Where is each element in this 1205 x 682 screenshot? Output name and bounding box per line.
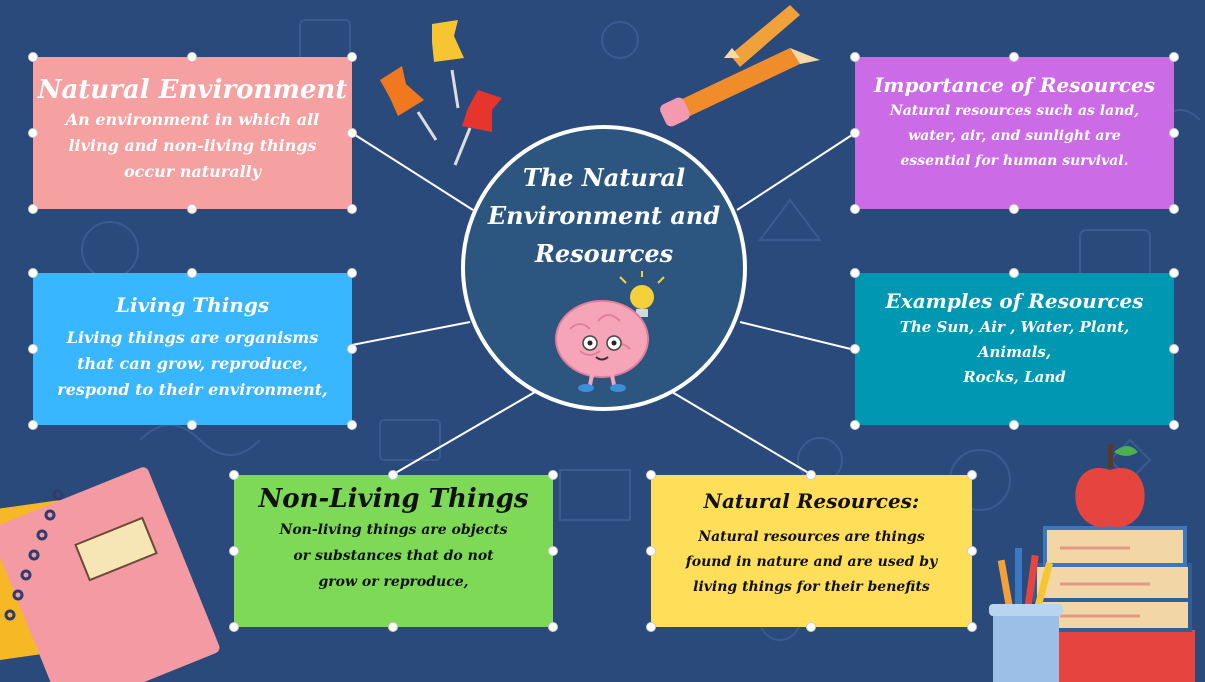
resize-handle[interactable] (1009, 204, 1019, 214)
card-importance: Importance of Resources Natural resource… (855, 57, 1174, 209)
center-topic: The Natural Environment and Resources (461, 125, 747, 411)
resize-handle[interactable] (1009, 268, 1019, 278)
resize-handle[interactable] (28, 204, 38, 214)
resize-handle[interactable] (850, 344, 860, 354)
card-examples-line-1: The Sun, Air , Water, Plant, (899, 318, 1130, 336)
resize-handle[interactable] (187, 268, 197, 278)
card-natural-environment: Natural Environment An environment in wh… (33, 57, 352, 209)
resize-handle[interactable] (347, 128, 357, 138)
connector-non-living-things (391, 391, 536, 476)
resize-handle[interactable] (187, 52, 197, 62)
resize-handle[interactable] (28, 128, 38, 138)
resize-handle[interactable] (850, 204, 860, 214)
resize-handle[interactable] (646, 546, 656, 556)
resize-handle[interactable] (1169, 344, 1179, 354)
card-non-living-things-text: Non-living things are objects or substan… (279, 522, 508, 590)
card-non-living-things: Non-Living Things Non-living things are … (234, 475, 553, 627)
resize-handle[interactable] (347, 204, 357, 214)
resize-handle[interactable] (967, 470, 977, 480)
card-examples: Examples of Resources The Sun, Air , Wat… (855, 273, 1174, 425)
resize-handle[interactable] (806, 622, 816, 632)
card-natural-resources: Natural Resources: Natural resources are… (651, 475, 972, 627)
resize-handle[interactable] (850, 128, 860, 138)
resize-handle[interactable] (28, 268, 38, 278)
resize-handle[interactable] (28, 344, 38, 354)
card-natural-resources-title: Natural Resources: (703, 489, 920, 513)
card-living-things-text: Living things are organisms that can gro… (57, 328, 328, 399)
resize-handle[interactable] (1169, 128, 1179, 138)
resize-handle[interactable] (187, 420, 197, 430)
connector-importance (736, 132, 856, 211)
connector-natural-environment (351, 132, 474, 211)
resize-handle[interactable] (388, 622, 398, 632)
card-natural-resources-text: Natural resources are things found in na… (685, 529, 938, 595)
resize-handle[interactable] (28, 420, 38, 430)
card-examples-line-2: Animals, (977, 343, 1052, 361)
resize-handle[interactable] (850, 420, 860, 430)
resize-handle[interactable] (1009, 52, 1019, 62)
connector-living-things (351, 321, 471, 346)
center-title: The Natural Environment and Resources (487, 163, 721, 268)
connector-natural-resources (671, 391, 813, 476)
card-living-things: Living Things Living things are organism… (33, 273, 352, 425)
card-natural-environment-title: Natural Environment (37, 75, 348, 105)
resize-handle[interactable] (548, 546, 558, 556)
resize-handle[interactable] (646, 622, 656, 632)
resize-handle[interactable] (187, 204, 197, 214)
card-examples-title: Examples of Resources (885, 289, 1144, 313)
connector-examples (739, 321, 856, 351)
resize-handle[interactable] (28, 52, 38, 62)
card-living-things-title: Living Things (115, 293, 270, 317)
resize-handle[interactable] (1169, 268, 1179, 278)
card-non-living-things-title: Non-Living Things (258, 484, 529, 514)
card-natural-environment-text: An environment in which all living and n… (65, 110, 320, 181)
resize-handle[interactable] (1169, 204, 1179, 214)
card-importance-text: Natural resources such as land, water, a… (889, 103, 1140, 169)
resize-handle[interactable] (347, 52, 357, 62)
resize-handle[interactable] (388, 470, 398, 480)
resize-handle[interactable] (347, 268, 357, 278)
resize-handle[interactable] (548, 470, 558, 480)
resize-handle[interactable] (1169, 52, 1179, 62)
card-examples-line-3: Rocks, Land (963, 368, 1066, 386)
resize-handle[interactable] (229, 546, 239, 556)
resize-handle[interactable] (967, 622, 977, 632)
brain-with-lightbulb-icon (555, 271, 665, 392)
resize-handle[interactable] (347, 344, 357, 354)
resize-handle[interactable] (229, 470, 239, 480)
resize-handle[interactable] (967, 546, 977, 556)
resize-handle[interactable] (646, 470, 656, 480)
resize-handle[interactable] (850, 268, 860, 278)
resize-handle[interactable] (229, 622, 239, 632)
resize-handle[interactable] (1169, 420, 1179, 430)
resize-handle[interactable] (347, 420, 357, 430)
card-importance-title: Importance of Resources (873, 73, 1156, 97)
resize-handle[interactable] (850, 52, 860, 62)
resize-handle[interactable] (548, 622, 558, 632)
resize-handle[interactable] (1009, 420, 1019, 430)
resize-handle[interactable] (806, 470, 816, 480)
